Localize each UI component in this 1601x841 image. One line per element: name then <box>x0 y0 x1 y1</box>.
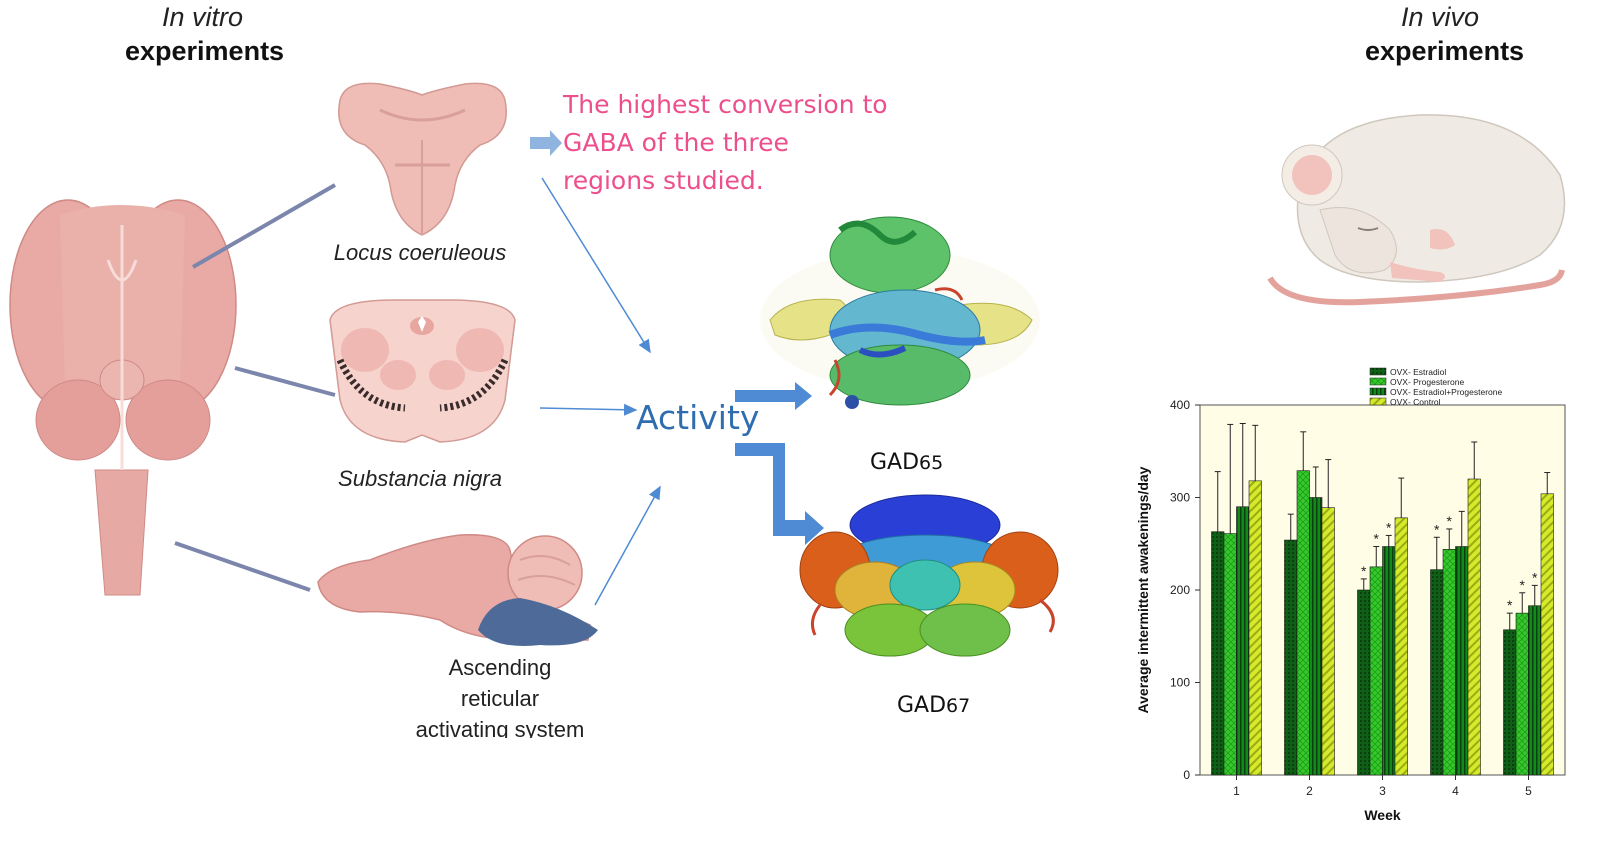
bar <box>1455 546 1469 776</box>
x-tick-label: 3 <box>1379 784 1386 798</box>
legend-entry: OVX- Estradiol <box>1390 367 1446 377</box>
note-line: The highest conversion to <box>563 90 888 119</box>
bar <box>1248 480 1262 776</box>
connector-line <box>191 183 337 269</box>
significance-marker: * <box>1374 531 1380 547</box>
arrow-to-gad65 <box>735 382 812 410</box>
legend-swatch <box>1369 387 1387 396</box>
gad65-suffix: 65 <box>919 452 944 474</box>
bar <box>1357 589 1371 776</box>
x-tick-label: 5 <box>1525 784 1532 798</box>
x-tick-label: 4 <box>1452 784 1459 798</box>
bar <box>1430 569 1444 776</box>
in-vivo-title: In vivo <box>1401 2 1480 32</box>
bar <box>1528 605 1542 776</box>
x-axis-label: Week <box>1364 807 1401 823</box>
legend-entry: OVX- Control <box>1390 397 1441 407</box>
significance-marker: * <box>1361 563 1367 579</box>
activity-label: Activity <box>636 398 760 437</box>
conversion-note: The highest conversion to GABA of the th… <box>563 86 888 200</box>
bar <box>1394 517 1408 776</box>
sleeping-mouse-icon <box>1267 114 1566 306</box>
y-tick-label: 200 <box>1170 583 1190 597</box>
y-axis-label: Average intermittent awakenings/day <box>1135 466 1151 713</box>
bar <box>1296 470 1310 776</box>
arrow-to-note <box>530 130 562 156</box>
arrow-to-activity <box>541 177 651 354</box>
note-line: regions studied. <box>563 166 764 195</box>
bar <box>1223 533 1237 776</box>
bar <box>1321 507 1335 776</box>
gad67-label: GAD67 <box>897 693 970 718</box>
significance-marker: * <box>1532 569 1538 585</box>
aras-label-line: activating system <box>415 717 585 738</box>
substantia-nigra-icon <box>329 299 516 443</box>
substancia-nigra-label: Substancia nigra <box>338 466 502 491</box>
arrow-to-gad67 <box>735 443 824 545</box>
bar <box>1236 506 1250 776</box>
aras-label-line: Ascending <box>448 655 552 680</box>
legend-swatch <box>1369 397 1387 406</box>
in-vivo-subtitle: experiments <box>1365 36 1525 66</box>
bar <box>1442 549 1456 776</box>
bar <box>1382 546 1396 776</box>
arrow-to-activity <box>594 485 661 606</box>
legend-entry: OVX- Progesterone <box>1390 377 1464 387</box>
significance-marker: * <box>1507 597 1513 613</box>
y-tick-label: 300 <box>1170 491 1190 505</box>
in-vitro-subtitle: experiments <box>125 36 285 66</box>
y-tick-label: 400 <box>1170 398 1190 412</box>
y-tick-label: 100 <box>1170 676 1190 690</box>
significance-marker: * <box>1447 513 1453 529</box>
gad67-protein-structure <box>799 494 1059 657</box>
significance-marker: * <box>1520 577 1526 593</box>
gad67-prefix: GAD <box>897 693 947 718</box>
gad65-prefix: GAD <box>870 450 920 475</box>
connector-line <box>234 366 336 397</box>
arrow-to-activity <box>539 403 638 416</box>
significance-marker: * <box>1434 521 1440 537</box>
bar <box>1211 531 1225 776</box>
in-vitro-title: In vitro <box>162 2 244 32</box>
y-tick-label: 0 <box>1183 768 1190 782</box>
bar <box>1515 612 1529 776</box>
legend-swatch <box>1369 377 1387 386</box>
locus-coeruleus-label: Locus coeruleous <box>333 240 507 265</box>
bar <box>1369 566 1383 776</box>
gad65-label: GAD65 <box>870 450 943 475</box>
gad65-protein-structure <box>760 216 1040 409</box>
legend-swatch <box>1369 367 1387 376</box>
aras-label: Ascending reticular activating system <box>380 652 620 738</box>
gad67-suffix: 67 <box>946 695 971 717</box>
bar <box>1284 539 1298 776</box>
aras-brainstem-icon <box>317 534 598 646</box>
x-tick-label: 1 <box>1233 784 1240 798</box>
bar <box>1540 493 1554 776</box>
bar <box>1467 478 1481 776</box>
whole-brain-icon <box>9 199 237 596</box>
legend-entry: OVX- Estradiol+Progesterone <box>1390 387 1502 397</box>
aras-label-line: reticular <box>460 686 540 711</box>
bar <box>1503 629 1517 776</box>
bar <box>1309 497 1323 776</box>
locus-coeruleus-icon <box>338 82 507 236</box>
significance-marker: * <box>1386 519 1392 535</box>
x-tick-label: 2 <box>1306 784 1313 798</box>
note-line: GABA of the three <box>563 128 789 157</box>
connector-line <box>174 541 311 592</box>
